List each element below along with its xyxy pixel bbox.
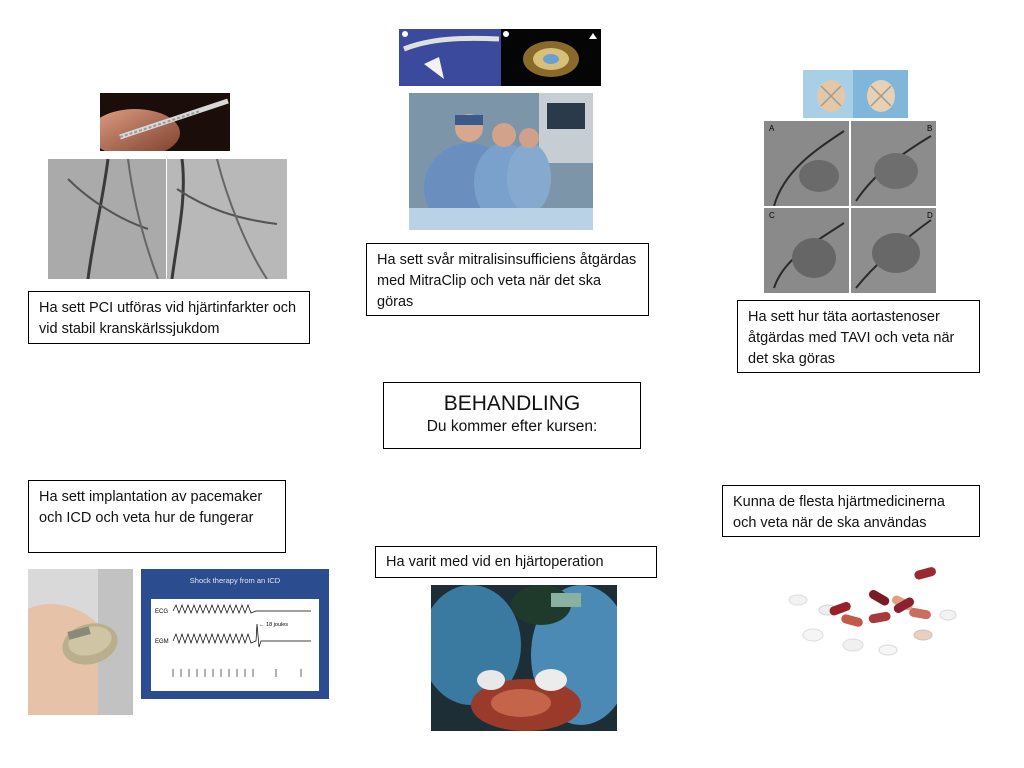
icd-shock-chart-image: Shock therapy from an ICD ECG EGM ← 18 j… xyxy=(141,569,329,699)
angiogram-pci-left xyxy=(48,159,166,279)
mitraclip-surgery-photo xyxy=(409,93,593,230)
medicine-text: Kunna de flesta hjärtmedicinerna och vet… xyxy=(733,494,945,531)
tavi-text: Ha sett hur täta aortastenoser åtgärdas … xyxy=(748,309,955,367)
pills-photo xyxy=(763,545,972,695)
page-title: BEHANDLING xyxy=(443,392,581,415)
medicine-box: Kunna de flesta hjärtmedicinerna och vet… xyxy=(722,485,980,537)
tavi-angio-panel-c: C xyxy=(764,208,849,293)
tavi-valve-photo xyxy=(803,70,908,118)
page-subtitle: Du kommer efter kursen: xyxy=(426,418,598,435)
mitral-echo-image xyxy=(501,29,601,86)
angiogram-pci-right xyxy=(167,159,287,279)
pci-box: Ha sett PCI utföras vid hjärtinfarkter o… xyxy=(28,291,310,344)
pacemaker-text: Ha sett implantation av pacemaker och IC… xyxy=(39,489,263,526)
stent-photo xyxy=(100,93,230,151)
operation-box: Ha varit med vid en hjärtoperation xyxy=(375,546,657,578)
panel-label-d: D xyxy=(927,211,933,220)
tavi-box: Ha sett hur täta aortastenoser åtgärdas … xyxy=(737,300,980,373)
heart-operation-photo xyxy=(431,585,617,731)
tavi-angio-panel-a: A xyxy=(764,121,849,206)
tavi-angio-panel-d: D xyxy=(851,208,936,293)
panel-label-c: C xyxy=(769,211,775,220)
panel-label-b: B xyxy=(927,124,932,133)
egm-label: EGM xyxy=(155,639,169,645)
joules-label: ← 18 joules xyxy=(259,622,288,628)
icd-chart-title: Shock therapy from an ICD xyxy=(190,576,281,585)
ecg-label: ECG xyxy=(155,609,168,615)
pacemaker-box: Ha sett implantation av pacemaker och IC… xyxy=(28,480,286,553)
operation-text: Ha varit med vid en hjärtoperation xyxy=(386,554,604,570)
center-heading-box: BEHANDLING Du kommer efter kursen: xyxy=(383,382,641,449)
tavi-angio-panel-b: B xyxy=(851,121,936,206)
pci-text: Ha sett PCI utföras vid hjärtinfarkter o… xyxy=(39,300,297,337)
pacemaker-photo xyxy=(28,569,133,715)
panel-label-a: A xyxy=(769,124,775,133)
mitraclip-text: Ha sett svår mitralisinsufficiens åtgärd… xyxy=(377,252,637,310)
mitraclip-box: Ha sett svår mitralisinsufficiens åtgärd… xyxy=(366,243,649,316)
mitraclip-device-image xyxy=(399,29,501,86)
